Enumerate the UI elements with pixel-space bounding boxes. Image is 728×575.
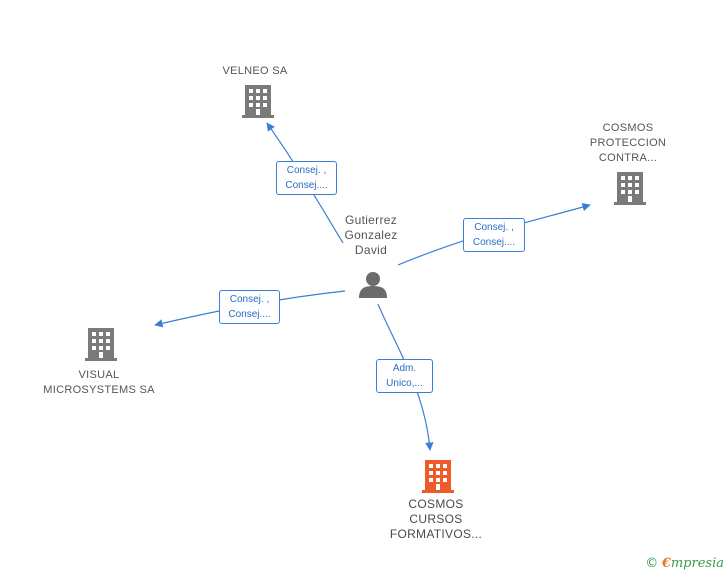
person-name[interactable]: Gutierrez Gonzalez David [326,213,416,258]
person-name-line: David [354,243,388,257]
company-name-line: VELNEO SA [222,65,288,77]
role-line: Consej.... [228,309,271,320]
role-line: Adm. [392,363,417,374]
company-name-line: COSMOS [602,122,654,134]
brand-logo: €mpresia [662,556,724,571]
empresia-watermark[interactable]: © €mpresia [645,555,724,571]
role-line: Consej. , [286,165,327,176]
company-name-line: CONTRA... [598,152,658,164]
company-name-line: CURSOS [409,512,463,526]
company-label-visual[interactable]: VISUAL MICROSYSTEMS SA [34,368,164,398]
brand-name: mpresia [670,556,724,571]
role-line: Consej.... [472,237,516,248]
copyright-icon: © [645,556,659,571]
company-name-line: PROTECCION [589,137,667,149]
company-name-line: COSMOS [408,497,464,511]
company-name-line: VISUAL [78,369,120,381]
edge-label-cosmos-cursos[interactable]: Adm. Unico,... [376,359,433,393]
company-label-cosmos-proteccion[interactable]: COSMOS PROTECCION CONTRA... [578,121,678,166]
role-line: Consej.... [285,180,328,191]
company-label-cosmos-cursos[interactable]: COSMOS CURSOS FORMATIVOS... [376,497,496,542]
building-icon-visual[interactable] [85,328,117,361]
building-icon-cosmos-cursos[interactable] [422,460,454,493]
role-line: Consej. , [474,222,514,233]
person-name-line: Gutierrez [344,213,398,227]
edge-label-cosmos-proteccion[interactable]: Consej. , Consej.... [463,218,525,252]
building-icon-cosmos-proteccion[interactable] [614,172,646,205]
person-icon[interactable] [359,272,387,298]
role-line: Unico,... [386,378,423,389]
person-name-line: Gonzalez [344,228,398,242]
company-name-line: FORMATIVOS... [389,527,483,541]
edge-label-visual[interactable]: Consej. , Consej.... [219,290,280,324]
edge-label-velneo[interactable]: Consej. , Consej.... [276,161,337,195]
company-label-velneo[interactable]: VELNEO SA [205,64,305,79]
role-line: Consej. , [229,294,270,305]
brand-initial: € [661,556,671,571]
building-icon-velneo[interactable] [242,85,274,118]
company-name-line: MICROSYSTEMS SA [43,384,155,396]
